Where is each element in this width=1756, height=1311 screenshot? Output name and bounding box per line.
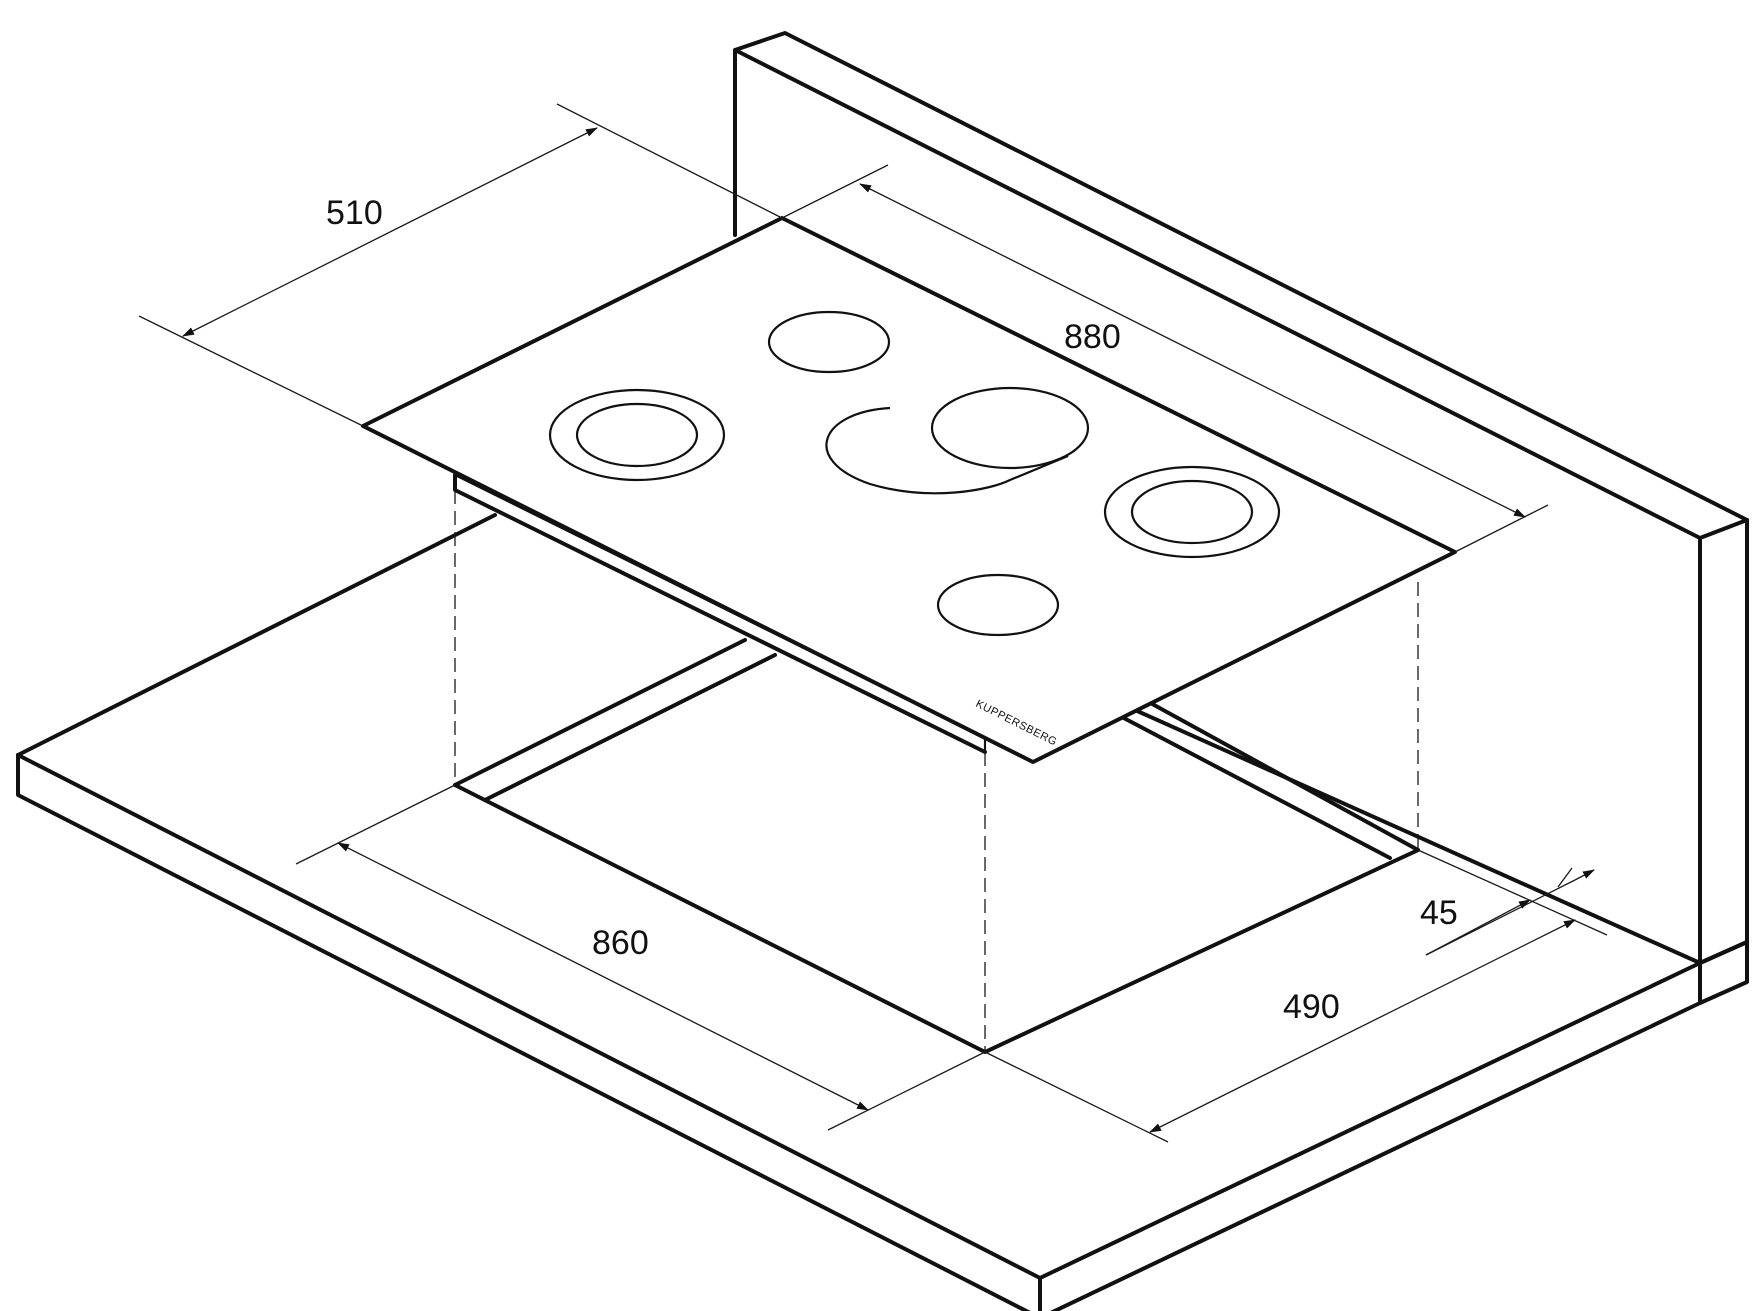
dimension-label-510: 510 — [326, 194, 383, 232]
dimension-510: 510 — [138, 103, 783, 427]
burner-front-small — [936, 573, 1060, 637]
projection-lines — [454, 490, 1419, 1052]
dimension-label-860: 860 — [592, 924, 649, 962]
dimension-45: 45 — [1420, 867, 1595, 956]
dimension-label-880: 880 — [1064, 318, 1121, 356]
burner-left-inner — [575, 402, 699, 468]
dimension-880: 880 — [781, 164, 1549, 553]
dimension-label-45: 45 — [1420, 894, 1458, 932]
burner-left-outer — [548, 388, 726, 482]
dimension-490: 490 — [984, 849, 1608, 1143]
dimension-label-490: 490 — [1283, 988, 1340, 1026]
hob: KUPPERSBERG — [361, 216, 1457, 764]
dimension-860: 860 — [295, 784, 986, 1131]
